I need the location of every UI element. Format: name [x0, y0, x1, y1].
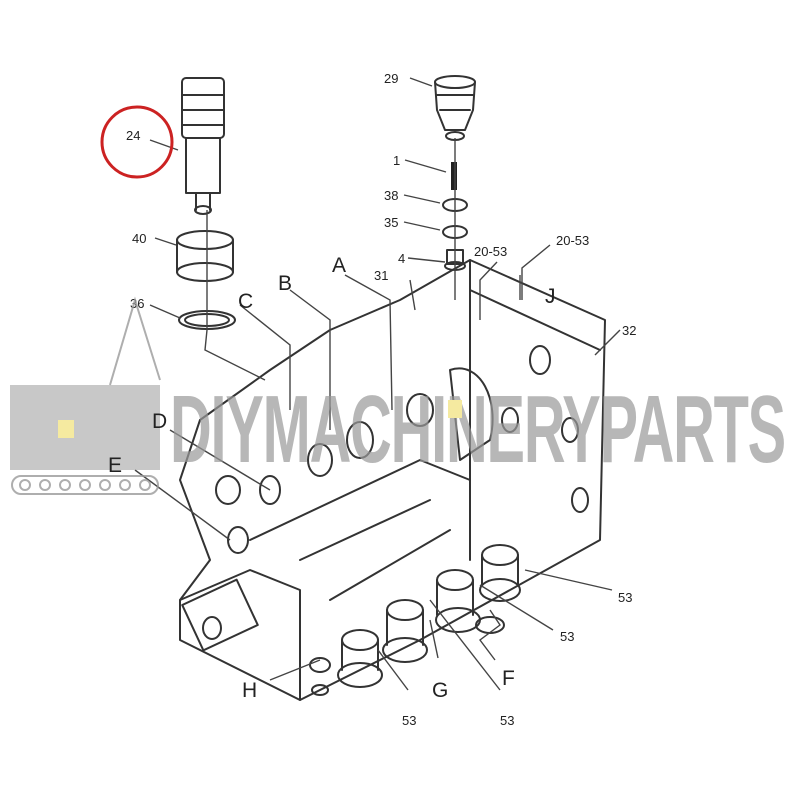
callout-32: 32	[622, 323, 636, 338]
callout-20-53-b: 20-53	[556, 233, 589, 248]
callout-4: 4	[398, 251, 405, 266]
part-40-nut	[176, 230, 234, 282]
callout-29: 29	[384, 71, 398, 86]
bottom-caps	[337, 544, 521, 688]
callout-24: 24	[126, 128, 140, 143]
letter-A: A	[332, 254, 346, 277]
letter-F: F	[502, 667, 515, 690]
part-24-cartridge	[181, 77, 225, 215]
watermark-logo	[10, 296, 161, 495]
callout-40: 40	[132, 231, 146, 246]
callout-53-d: 53	[500, 713, 514, 728]
valve-body	[179, 259, 606, 701]
letter-C: C	[238, 290, 253, 313]
part-1-spring	[451, 162, 457, 190]
highlight-circle	[100, 105, 174, 179]
leader-lines	[134, 77, 621, 691]
callout-35: 35	[384, 215, 398, 230]
callout-53-c: 53	[402, 713, 416, 728]
letter-G: G	[432, 679, 448, 702]
letter-H: H	[242, 679, 257, 702]
callout-20-53-a: 20-53	[474, 244, 507, 259]
callout-31: 31	[374, 268, 388, 283]
callout-53-a: 53	[618, 590, 632, 605]
letter-J: J	[545, 285, 556, 308]
watermark-text: DIYMACHINERYPARTS	[170, 376, 785, 483]
callout-38: 38	[384, 188, 398, 203]
callout-53-b: 53	[560, 629, 574, 644]
letter-B: B	[278, 272, 292, 295]
letter-D: D	[152, 410, 167, 433]
letter-E: E	[108, 454, 122, 477]
watermark-accent	[448, 400, 462, 418]
part-29-plug	[434, 75, 476, 141]
callout-1: 1	[393, 153, 400, 168]
